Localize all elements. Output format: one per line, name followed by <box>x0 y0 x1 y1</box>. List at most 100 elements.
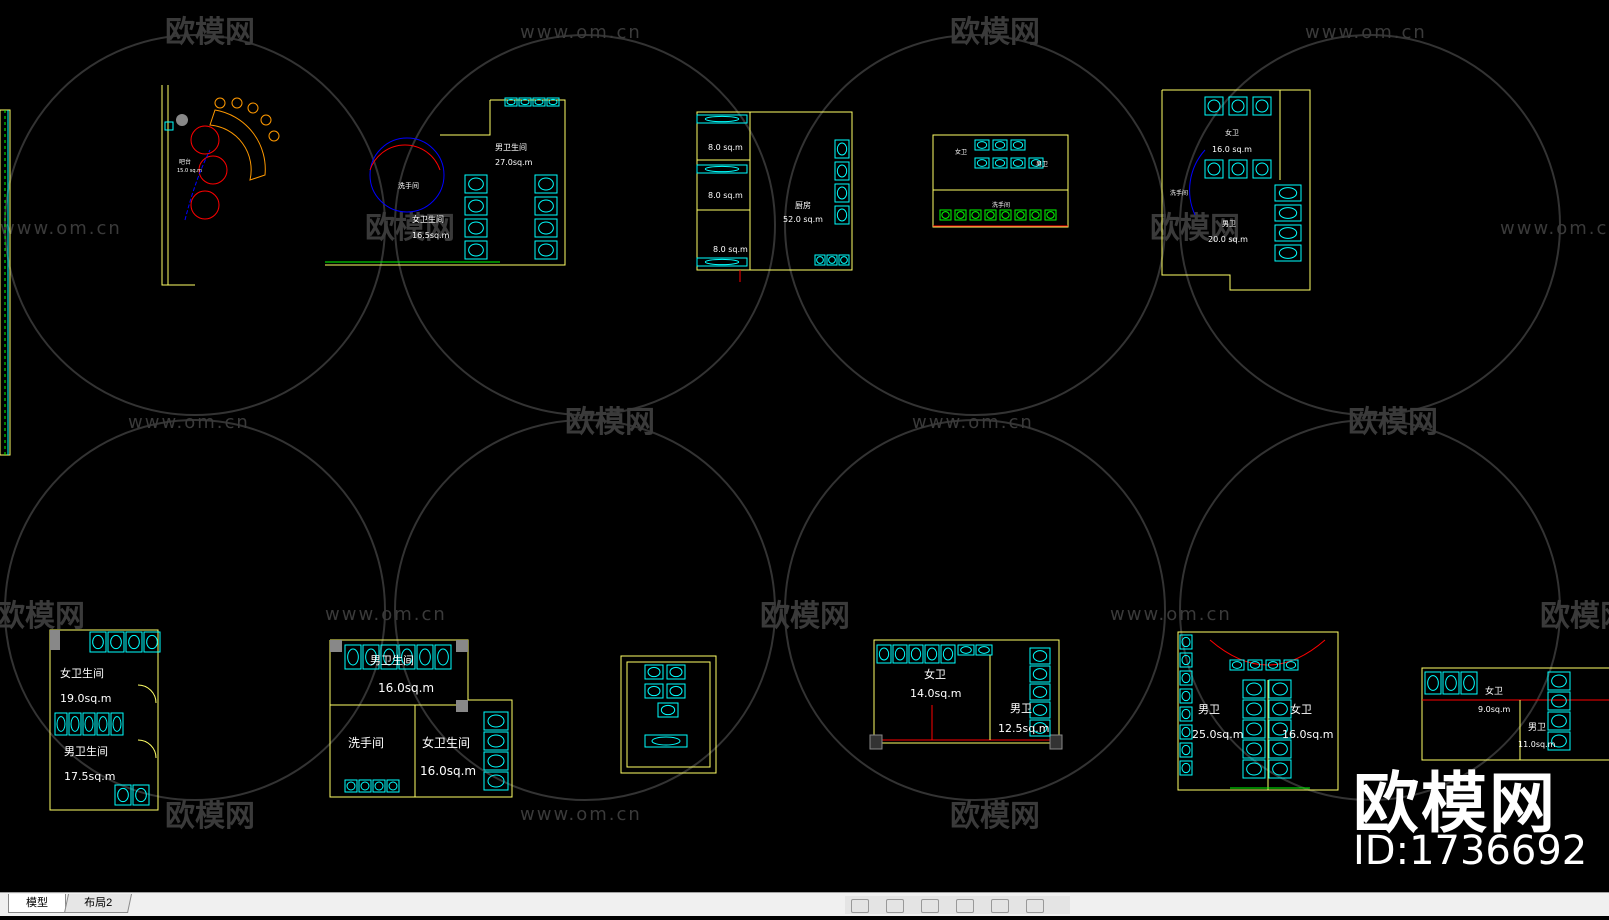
fixture-toilet <box>534 196 558 216</box>
fixture-bowl <box>1181 672 1191 684</box>
fixture-toilet <box>1547 711 1571 731</box>
fixture-bowl <box>956 211 965 219</box>
fixture-bowl <box>487 774 505 788</box>
svg-text:11.0sq.m: 11.0sq.m <box>1518 740 1556 749</box>
fixture-toilet <box>1044 209 1057 221</box>
fixture-toilet <box>416 644 434 670</box>
fixture-bowl <box>1249 661 1261 669</box>
fixture-toilet <box>1252 96 1272 116</box>
fixture-bowl <box>651 736 681 746</box>
fixture-bowl <box>146 634 158 650</box>
fixture-toilet <box>532 97 546 107</box>
fixture-toilet <box>1179 742 1193 758</box>
cad-model-canvas[interactable]: 欧模网欧模网欧模网欧模网欧模网欧模网欧模网欧模网欧模网欧模网欧模网www.om.… <box>0 0 1609 892</box>
plan-restroom-3[interactable]: 男卫生间 27.0sq.m 洗手间 女卫生间 16.5sq.m <box>325 97 566 266</box>
plan-restroom-10[interactable]: 女卫 14.0sq.m 男卫 12.5sq.m <box>869 639 1063 750</box>
svg-text:15.0 sq.m: 15.0 sq.m <box>177 168 202 174</box>
fixture-bowl <box>1181 636 1191 648</box>
watermark-circle <box>784 419 1166 801</box>
fixture-bowl <box>70 716 80 732</box>
fixture-toilet <box>992 157 1008 169</box>
watermark-url: www.om.cn <box>1500 218 1609 239</box>
plan-restroom-6[interactable]: 女卫 16.0 sq.m 洗手间 男卫 20.0 sq.m <box>1161 89 1311 291</box>
fixture-bowl <box>1285 661 1297 669</box>
fixture-toilet <box>1547 671 1571 691</box>
fixture-bowl <box>1016 211 1025 219</box>
fixture-bowl <box>878 647 890 661</box>
fixture-bowl <box>487 754 505 768</box>
plan-bar[interactable]: 吧台 15.0 sq.m <box>161 85 280 286</box>
fixture-toilet <box>1268 759 1292 779</box>
fixture-bowl <box>538 243 554 257</box>
plan-restroom-12[interactable]: 女卫 9.0sq.m 男卫 11.0sq.m <box>1421 667 1609 761</box>
fixture-toilet <box>1242 759 1266 779</box>
fixture-toilet <box>464 174 488 194</box>
tab-model[interactable]: 模型 <box>8 894 66 913</box>
fixture-bowl <box>1278 227 1298 239</box>
fixture-toilet <box>838 254 850 266</box>
fixture-toilet <box>1242 719 1266 739</box>
fixture-toilet <box>96 712 110 736</box>
fixture-toilet <box>483 711 509 731</box>
fixture-bowl <box>1551 714 1567 728</box>
watermark-url: www.om.cn <box>128 412 250 433</box>
fixture-toilet <box>132 784 150 806</box>
plan-restroom-8[interactable]: 男卫生间 16.0sq.m 洗手间 女卫生间 16.0sq.m <box>329 639 513 798</box>
plan-restroom-5[interactable]: 女卫 男卫 洗手间 <box>932 134 1069 228</box>
fixture-bowl <box>365 648 377 666</box>
fixture-bowl <box>346 781 356 791</box>
fixture-bowl <box>437 648 449 666</box>
plan-restroom-11[interactable]: 男卫 25.0sq.m 女卫 16.0sq.m <box>1177 631 1339 791</box>
fixture-toilet <box>834 183 850 203</box>
fixture-toilet <box>1204 159 1224 179</box>
fixture-bowl <box>1246 722 1262 736</box>
ortho-icon[interactable] <box>921 899 940 913</box>
svg-text:女卫生间: 女卫生间 <box>422 735 470 750</box>
svg-text:男卫: 男卫 <box>1010 702 1032 715</box>
plan-left-strip[interactable] <box>0 109 11 456</box>
svg-text:男卫生间: 男卫生间 <box>370 653 414 667</box>
fixture-bowl <box>1272 702 1288 716</box>
fixture-bowl <box>1032 722 1048 734</box>
plan-restroom-9[interactable] <box>620 655 717 774</box>
fixture-toilet <box>696 114 748 124</box>
fixture-bowl <box>468 243 484 257</box>
fixture-bowl <box>647 685 661 697</box>
fixture-toilet <box>1274 244 1302 262</box>
fixture-toilet <box>1228 159 1248 179</box>
tab-layout2[interactable]: 布局2 <box>63 894 133 913</box>
polar-icon[interactable] <box>956 899 975 913</box>
plan-restroom-7[interactable]: 女卫生间 19.0sq.m 男卫生间 17.5sq.m <box>49 629 161 811</box>
plan-kitchen-4[interactable]: 8.0 sq.m 8.0 sq.m 8.0 sq.m 厨房 52.0 sq.m <box>696 111 853 282</box>
fixture-toilet <box>1179 652 1193 668</box>
fixture-bowl <box>941 211 950 219</box>
fixture-bowl <box>1445 675 1457 691</box>
fixture-toilet <box>1268 679 1292 699</box>
snap-icon[interactable] <box>851 899 869 913</box>
fixture-bowl <box>1207 99 1221 113</box>
svg-text:厨房: 厨房 <box>795 200 811 210</box>
fixture-bowl <box>419 648 431 666</box>
fixture-toilet <box>398 644 416 670</box>
fixture-toilet <box>1179 670 1193 686</box>
fixture-toilet <box>1424 671 1442 695</box>
fixture-bowl <box>986 211 995 219</box>
cad-drawing-svg[interactable]: 欧模网欧模网欧模网欧模网欧模网欧模网欧模网欧模网欧模网欧模网欧模网www.om.… <box>0 0 1609 892</box>
fixture-toilet <box>107 631 125 653</box>
fixture-bowl <box>1031 211 1040 219</box>
watermark-url: www.om.cn <box>520 804 642 825</box>
fixture-bowl <box>1181 726 1191 738</box>
settings-icon[interactable] <box>1026 899 1045 913</box>
fixture-toilet <box>546 97 560 107</box>
fixture-bowl <box>894 647 906 661</box>
fixture-toilet <box>1028 157 1044 169</box>
fixture-bowl <box>1181 690 1191 702</box>
fixture-bowl <box>1046 211 1055 219</box>
fixture-bowl <box>1181 708 1191 720</box>
fixture-bowl <box>1231 661 1243 669</box>
osnap-icon[interactable] <box>991 899 1010 913</box>
grid-icon[interactable] <box>886 899 905 913</box>
fixture-toilet <box>534 218 558 238</box>
fixture-bowl <box>828 256 836 264</box>
fixture-toilet <box>344 644 362 670</box>
